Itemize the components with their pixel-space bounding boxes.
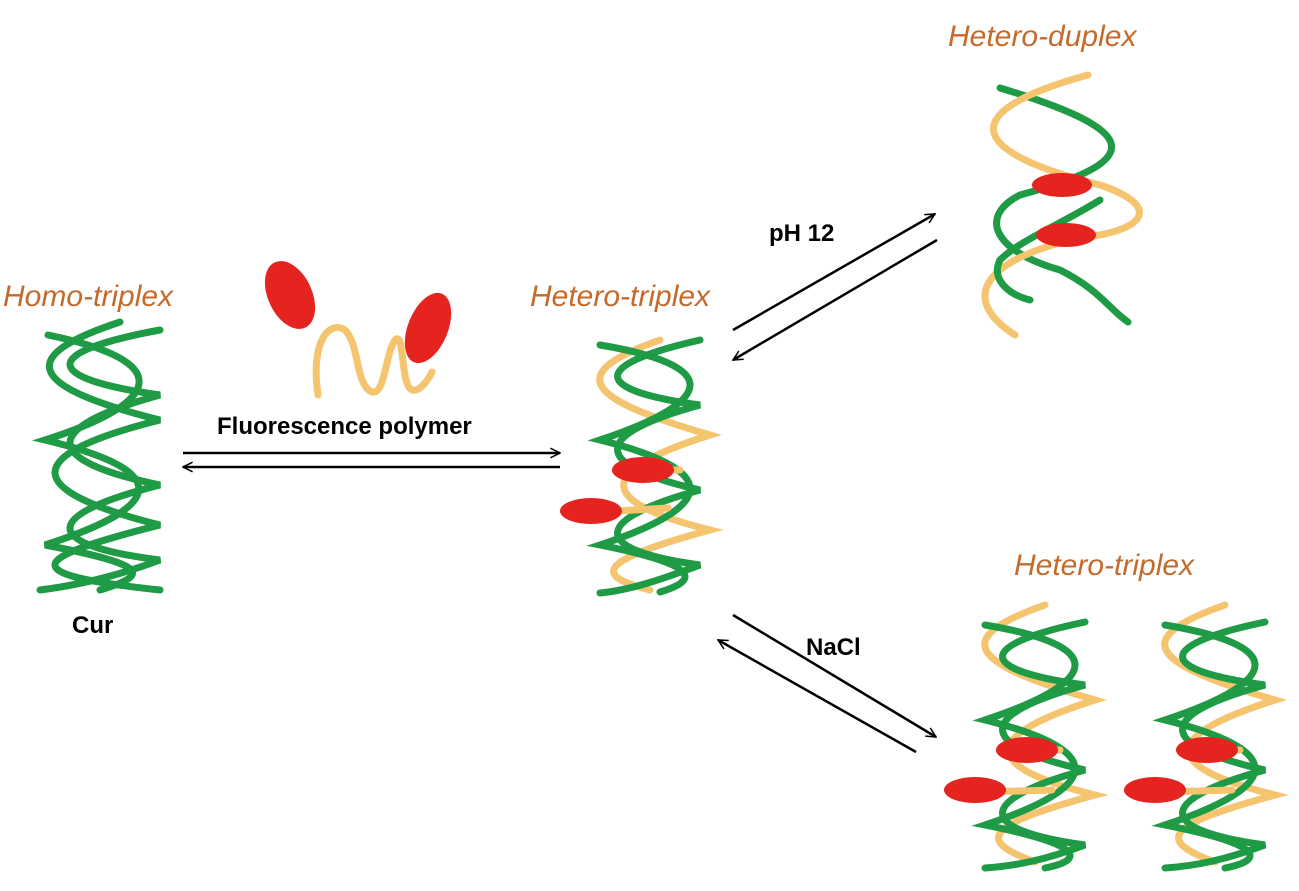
fluorophore-right <box>404 292 452 364</box>
fluorophore-bottom2-1 <box>1176 737 1238 763</box>
fluorophore-bottom1-1 <box>996 737 1058 763</box>
nacl-label: NaCl <box>806 634 861 661</box>
arrow-reverse-nacl <box>718 638 917 754</box>
arrow-forward-ph12 <box>732 212 935 332</box>
hetero-duplex-title: Hetero-duplex <box>948 20 1137 53</box>
fluorophore-center-1 <box>612 457 674 483</box>
arrow-forward-nacl <box>732 613 936 739</box>
ph12-label: pH 12 <box>769 220 835 247</box>
hetero-triplex-bottom-title: Hetero-triplex <box>1014 549 1195 582</box>
fluorophore-duplex-1 <box>1032 173 1092 197</box>
hetero-duplex-helix <box>981 71 1143 339</box>
homo-triplex-title: Homo-triplex <box>3 280 174 313</box>
hetero-triplex-bottom-helix-1 <box>971 601 1109 872</box>
fluorescence-polymer-label: Fluorescence polymer <box>217 413 472 440</box>
homo-triplex-helix <box>32 318 164 594</box>
fluorescence-polymer-molecule <box>264 261 452 399</box>
fluorophore-center-2 <box>560 498 622 524</box>
hetero-triplex-center-title: Hetero-triplex <box>530 280 711 313</box>
arrow-reverse-ph12 <box>733 238 938 362</box>
cur-label: Cur <box>72 612 114 639</box>
fluorophore-left <box>264 261 316 329</box>
fluorophore-duplex-2 <box>1036 223 1096 247</box>
fluorophore-bottom1-2 <box>944 777 1006 803</box>
fluorophore-bottom2-2 <box>1124 777 1186 803</box>
hetero-triplex-bottom-helix-2 <box>1151 601 1289 872</box>
